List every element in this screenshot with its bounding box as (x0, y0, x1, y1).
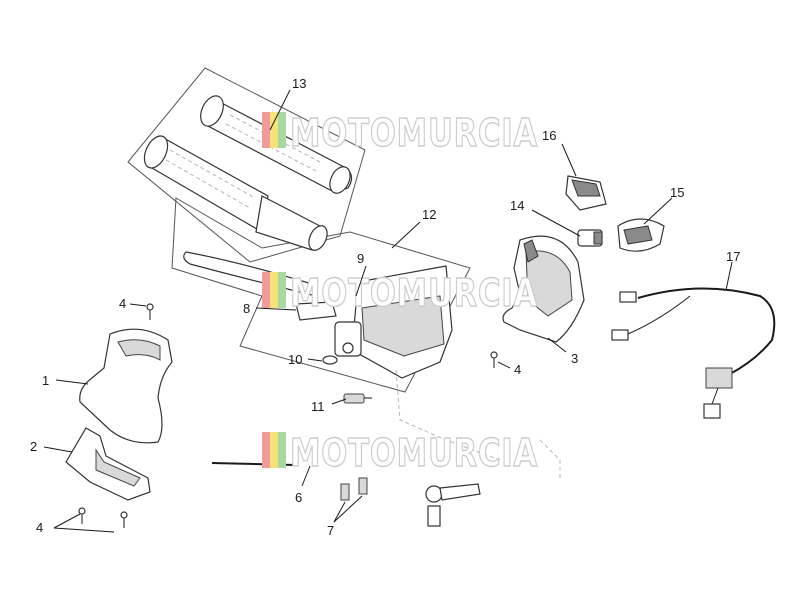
screw-part-4-top (146, 303, 154, 320)
callout-8: 8 (243, 301, 250, 316)
lower-cover-inner (95, 448, 141, 487)
handlebar-grip-lower (143, 135, 328, 251)
watermark-stripe-red (262, 112, 270, 148)
callout-3: 3 (571, 351, 578, 366)
switch-part-15 (617, 218, 665, 252)
watermark-text-top: MOTOMURCIA (290, 111, 538, 155)
grip-group-frame (127, 67, 366, 263)
leader-lines (43, 89, 733, 533)
switch-part-8 (295, 301, 337, 321)
watermark-stripe-yellow (270, 432, 278, 468)
watermark-stripe-yellow (270, 272, 278, 308)
master-cylinder (334, 265, 453, 379)
switch-part-16 (565, 175, 607, 211)
callout-12: 12 (422, 207, 436, 222)
brake-hose-fitting (425, 483, 481, 527)
screw-part-4-right (490, 351, 498, 368)
callout-1: 1 (42, 373, 49, 388)
callout-16: 16 (542, 128, 556, 143)
watermark-stripe-green (278, 432, 286, 468)
watermark-top: MOTOMURCIA (262, 110, 538, 156)
callout-4-right: 4 (514, 362, 521, 377)
callout-9: 9 (357, 251, 364, 266)
washer-part-10 (322, 355, 338, 365)
left-cover-inner (117, 339, 161, 361)
watermark-stripe-red (262, 272, 270, 308)
routing-line (395, 369, 501, 461)
callout-2: 2 (30, 439, 37, 454)
left-handlebar-cover (79, 328, 173, 444)
watermark-stripe-yellow (270, 112, 278, 148)
screw-part-4-lower-right (120, 511, 128, 528)
callout-15: 15 (670, 185, 684, 200)
right-switch-housing (502, 235, 585, 343)
callout-13: 13 (292, 76, 306, 91)
callout-11: 11 (311, 399, 325, 414)
screw-part-11 (343, 393, 372, 404)
routing-line-2 (539, 439, 561, 480)
callout-10: 10 (288, 352, 302, 367)
screw-part-4-lower-left (78, 507, 86, 524)
callout-14: 14 (510, 198, 524, 213)
watermark-text-middle: MOTOMURCIA (290, 271, 538, 315)
watermark-text-bottom: MOTOMURCIA (290, 431, 538, 475)
callout-4-top: 4 (119, 296, 126, 311)
watermark-middle: MOTOMURCIA (262, 270, 538, 316)
watermark-bottom: MOTOMURCIA (262, 430, 538, 476)
callout-4-bottom: 4 (36, 520, 43, 535)
watermark-stripe-red (262, 432, 270, 468)
bolts-part-7 (340, 477, 368, 501)
callout-7: 7 (327, 523, 334, 538)
switch-part-14 (577, 229, 603, 247)
callout-6: 6 (295, 490, 302, 505)
watermark-stripe-green (278, 112, 286, 148)
watermark-stripe-green (278, 272, 286, 308)
wiring-harness-part-17 (611, 287, 776, 419)
callout-17: 17 (726, 249, 740, 264)
